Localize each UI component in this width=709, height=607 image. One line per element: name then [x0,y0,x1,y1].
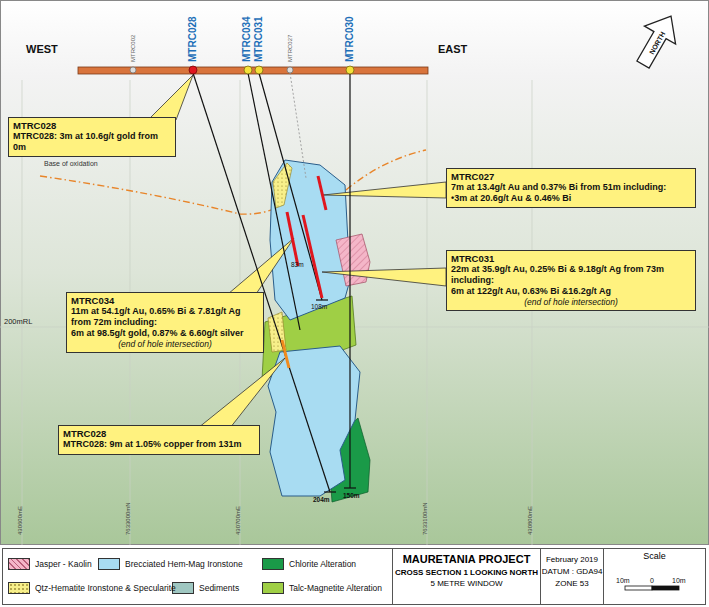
body-text: 7m at 13.4g/t Au and 0.37% Bi from 51m i… [451,182,691,193]
callout-box: MTRC0277m at 13.4g/t Au and 0.37% Bi fro… [446,168,696,208]
heading-text: MTRC028 [13,120,171,131]
label: MTRC030 [345,16,355,62]
label: 7633000mN [125,502,131,535]
legend-text: Brecciated Hem-Mag Ironstone [125,559,243,569]
heading-text: MAURETANIA PROJECT [393,553,540,565]
legend-swatch [262,582,284,594]
legend-text: Sediments [199,583,239,593]
label: MTRC031 [254,16,264,62]
date-block: February 2019DATUM : GDA94ZONE 53 [541,550,603,588]
body-text: DATUM : GDA94 [541,567,603,576]
heading-text: MTRC028 [63,428,255,439]
label: EAST [438,44,467,55]
body-text: 11m at 54.1g/t Au, 0.65% Bi & 7.81g/t Ag… [71,306,259,328]
label: 430600mE [17,506,23,535]
body-text: 6m at 98.5g/t gold, 0.87% & 6.60g/t silv… [71,328,259,339]
body-text: 6m at 122g/t Au, 0.63% Bi &16.2g/t Ag [451,286,691,297]
label: MTRC027 [287,35,293,62]
label: 150m [343,493,360,500]
title-block: MAURETANIA PROJECT CROSS SECTION 1 LOOKIN… [393,550,540,588]
body-text: MTRC028: 3m at 10.6g/t gold from 0m [13,131,171,153]
label: MTRC034 [242,16,252,62]
heading-text: MTRC034 [71,295,259,306]
legend-text: Jasper - Kaolin [35,559,92,569]
heading-text: MTRC027 [451,171,691,182]
label: Base of oxidation [44,160,98,167]
scale-block: Scale [604,551,705,561]
label: 83m [291,262,304,269]
body-text: ZONE 53 [541,579,603,588]
heading-text: February 2019 [541,555,603,564]
legend-swatch [8,582,30,594]
label: 0 [650,577,654,584]
label: 10m [616,577,630,584]
label: MTRC028 [188,16,198,62]
label: 108m [311,304,327,311]
body-text: •3m at 20.6g/t Au & 0.46% Bi [451,193,691,204]
body-text: 5 METRE WINDOW [393,579,540,588]
body-text: 22m at 35.9g/t Au, 0.25% Bi & 9.18g/t Ag… [451,264,691,286]
body-text: (end of hole intersection) [451,297,691,307]
heading-text: MTRC031 [451,253,691,264]
body-text: (end of hole intersection) [71,339,259,349]
legend-swatch [8,558,30,570]
label: 430800mE [527,506,533,535]
heading-text: Scale [604,551,705,561]
callout-box: MTRC028MTRC028: 3m at 10.6g/t gold from … [8,117,176,157]
legend-text: Talc-Magnetite Alteration [289,583,382,593]
label: MTRC002 [130,35,136,62]
label: WEST [26,44,58,55]
label: 10m [672,577,686,584]
body-text: CROSS SECTION 1 LOOKING NORTH [393,568,540,577]
legend-text: Qtz-Hematite Ironstone & Specularite [35,583,176,593]
label: 7633100mN [422,502,428,535]
legend-swatch [262,558,284,570]
label: 200mRL [4,318,32,326]
body-text: MTRC028: 9m at 1.05% copper from 131m [63,439,255,450]
callout-box: MTRC028MTRC028: 9m at 1.05% copper from … [58,425,260,455]
label: 430700mE [235,506,241,535]
label: 204m [313,497,330,504]
legend-text: Chlorite Alteration [289,559,356,569]
callout-box: MTRC03411m at 54.1g/t Au, 0.65% Bi & 7.8… [66,292,264,353]
callout-box: MTRC03122m at 35.9g/t Au, 0.25% Bi & 9.1… [446,250,696,311]
legend-swatch [98,558,120,570]
